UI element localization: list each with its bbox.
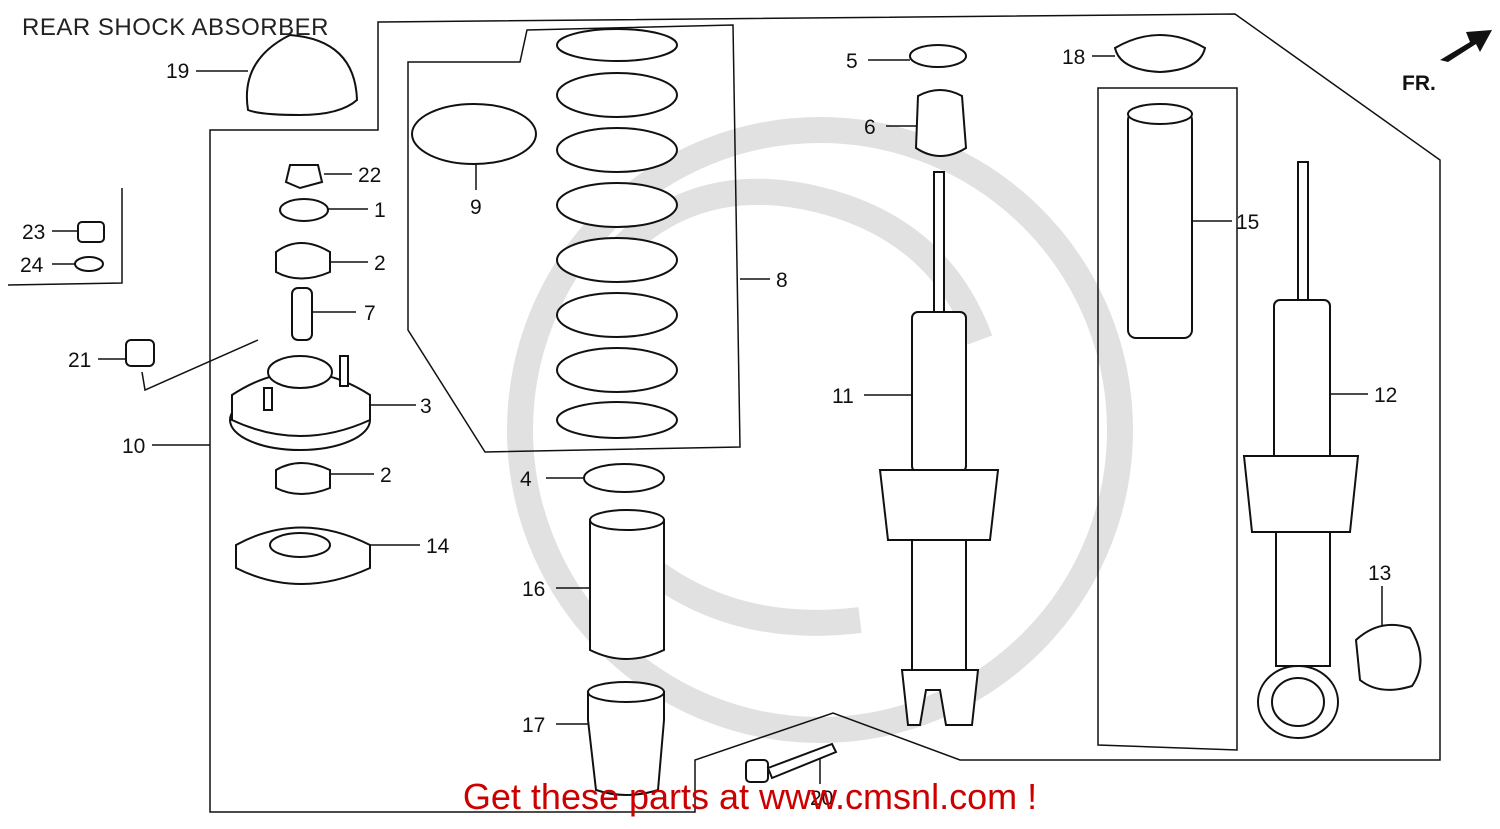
part-19-cap[interactable]	[245, 33, 359, 117]
part-4-washer[interactable]	[583, 463, 665, 493]
front-label: FR.	[1402, 72, 1436, 95]
callout-20: 20	[810, 787, 833, 810]
callout-18: 18	[1062, 46, 1085, 69]
part-18-upper-seat[interactable]	[1113, 34, 1207, 74]
leader-lines	[52, 55, 1383, 784]
part-2-bushing-upper[interactable]	[275, 242, 331, 280]
callout-11: 11	[832, 385, 854, 408]
part-12-shock-absorber[interactable]	[1242, 161, 1360, 739]
part-1-washer[interactable]	[279, 198, 329, 222]
part-5-washer[interactable]	[909, 44, 967, 68]
part-20-bolt[interactable]	[745, 742, 838, 783]
shock-set-frame	[1097, 87, 1238, 751]
callout-2-lower: 2	[380, 464, 392, 487]
part-15-dust-cover[interactable]	[1127, 103, 1193, 339]
callout-8: 8	[776, 269, 788, 292]
callout-1: 1	[374, 199, 386, 222]
callout-4: 4	[520, 468, 532, 491]
callout-15: 15	[1236, 211, 1259, 234]
diagram-title: REAR SHOCK ABSORBER	[22, 14, 329, 41]
nut-washer-frame	[7, 188, 123, 286]
part-14-plate[interactable]	[235, 526, 371, 585]
callout-24: 24	[20, 254, 44, 277]
part-23-nut[interactable]	[77, 221, 105, 243]
callout-2-upper: 2	[374, 252, 386, 275]
callout-9: 9	[470, 196, 482, 219]
part-3-mount-base[interactable]	[229, 355, 371, 451]
part-2-bushing-lower[interactable]	[275, 462, 331, 495]
callout-7: 7	[364, 302, 376, 325]
callout-13: 13	[1368, 562, 1391, 585]
callout-16: 16	[522, 578, 545, 601]
part-16-dust-boot[interactable]	[589, 509, 665, 660]
part-9-spring-seat[interactable]	[411, 103, 537, 165]
callout-3: 3	[420, 395, 432, 418]
part-22-nut[interactable]	[284, 164, 324, 190]
part-24-washer[interactable]	[74, 256, 104, 272]
callout-6: 6	[864, 116, 876, 139]
part-6-bump-rubber[interactable]	[914, 89, 968, 157]
callout-10: 10	[122, 435, 145, 458]
callouts: 19 22 1 2 7 3 10 2 14 23 24 21 9 8 4 16 …	[20, 46, 1397, 810]
part-21-nut[interactable]	[125, 339, 155, 367]
promo-banner-link[interactable]: Get these parts at www.cmsnl.com !	[462, 776, 1038, 817]
callout-21: 21	[68, 349, 91, 372]
part-11-shock-absorber[interactable]	[878, 171, 1000, 726]
part-8-coil-spring[interactable]	[556, 28, 678, 439]
callout-17: 17	[522, 714, 545, 737]
callout-5: 5	[846, 50, 858, 73]
part-17-bump-stop[interactable]	[587, 681, 665, 796]
spring-set-frame	[407, 24, 741, 453]
part-13-bushing[interactable]	[1354, 624, 1422, 691]
callout-12: 12	[1374, 384, 1397, 407]
callout-14: 14	[426, 535, 450, 558]
part-7-collar[interactable]	[291, 287, 313, 341]
callout-19: 19	[166, 60, 189, 83]
front-direction-arrow-icon: FR.	[1402, 30, 1492, 95]
callout-22: 22	[358, 164, 381, 187]
callout-23: 23	[22, 221, 45, 244]
assembly-frame-main	[209, 13, 1441, 813]
